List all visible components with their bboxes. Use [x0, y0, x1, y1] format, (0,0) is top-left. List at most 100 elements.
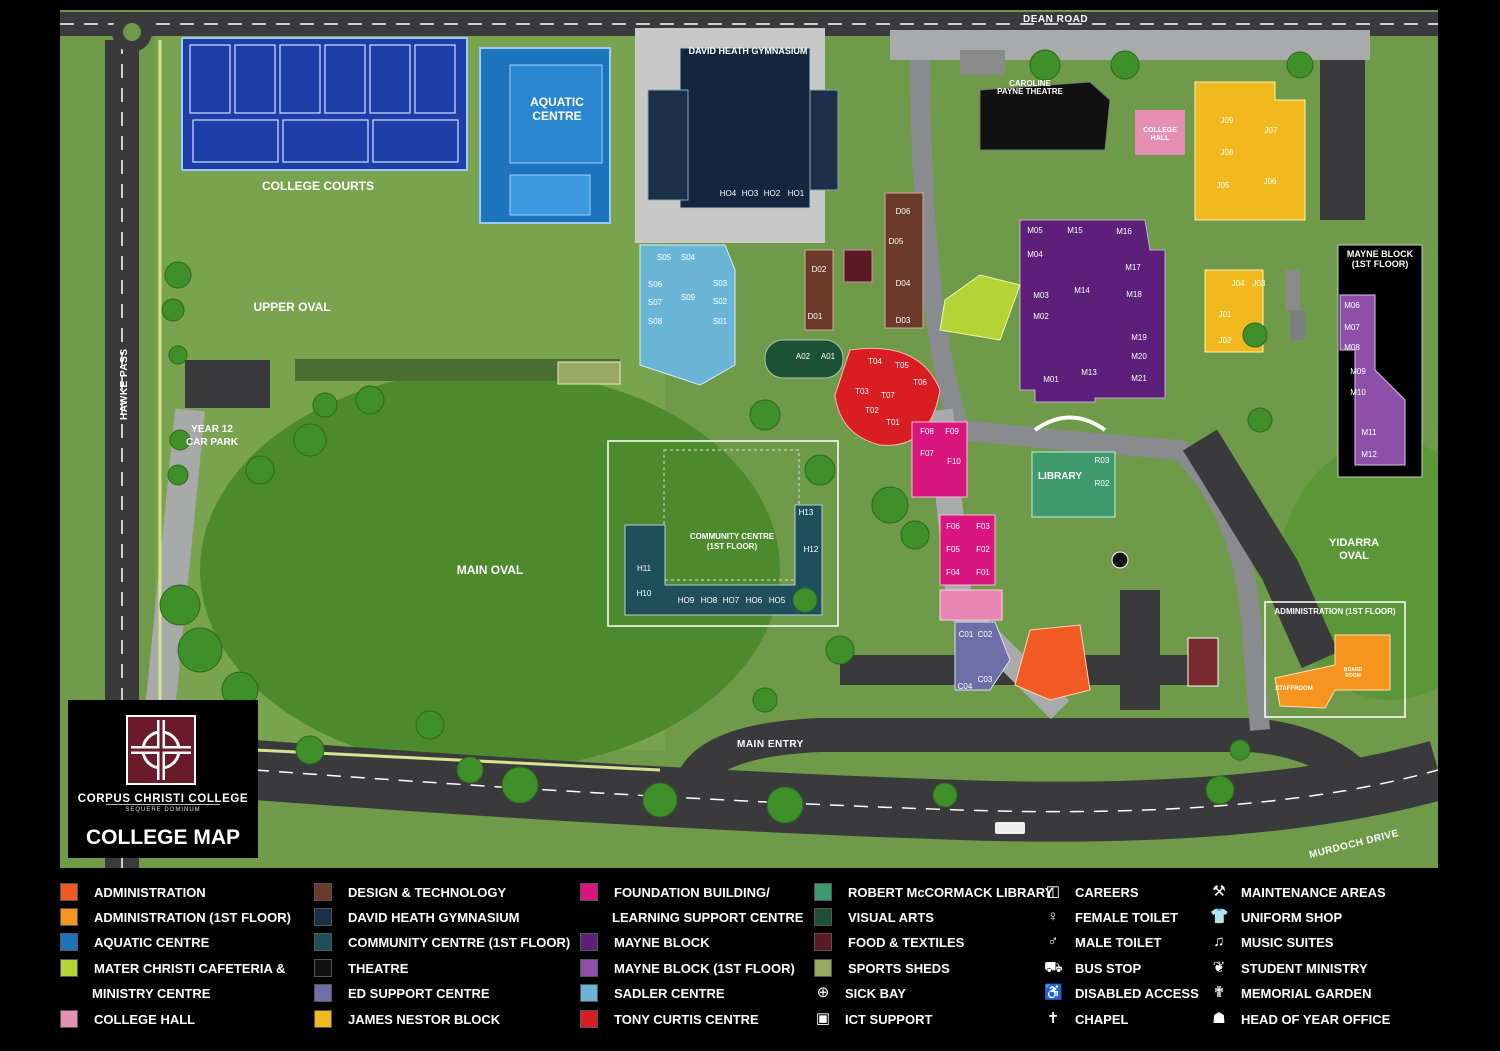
legend-label: MAINTENANCE AREAS: [1241, 884, 1386, 900]
room-tag: HO8: [701, 596, 718, 605]
room-tag: M02: [1033, 312, 1049, 321]
room-tag: F07: [920, 449, 934, 458]
student-ministry-icon: ❦: [1212, 959, 1226, 976]
legend-item: FOUNDATION BUILDING/: [580, 882, 770, 902]
room-tag: S08: [648, 317, 663, 326]
room-tag: M11: [1362, 428, 1378, 437]
legend-swatch: [314, 1010, 332, 1028]
room-tag: F05: [946, 545, 960, 554]
legend-label: MATER CHRISTI CAFETERIA &: [94, 960, 286, 976]
room-tag: T03: [855, 387, 869, 396]
community-centre-panel: [607, 440, 839, 627]
sadler-centre: [639, 244, 736, 386]
administration-first-floor: [1274, 634, 1391, 709]
legend-label: AQUATIC CENTRE: [94, 934, 210, 950]
room-tag: M12: [1361, 450, 1377, 459]
room-tag: M10: [1350, 388, 1366, 397]
room-tags-gym: HO4 HO3 HO2 HO1: [720, 189, 805, 198]
room-tag: M06: [1344, 301, 1360, 310]
legend-item: FOOD & TEXTILES: [814, 932, 964, 952]
room-tag: HO4: [720, 189, 737, 198]
legend-label: LEARNING SUPPORT CENTRE: [612, 909, 804, 925]
legend-label: BUS STOP: [1075, 960, 1142, 976]
room-tag: M19: [1131, 333, 1147, 342]
community-label-2: (1ST FLOOR): [707, 542, 758, 551]
foundation-building-south: [939, 514, 996, 586]
legend-swatch: [60, 1010, 78, 1028]
main-entry-road: [673, 718, 1373, 795]
room-tags-sadler: S05 S04 S06 S03 S07 S09 S02 S08 S01: [648, 253, 728, 326]
theatre-label-2: PAYNE THEATRE: [997, 87, 1063, 96]
room-tag: M20: [1131, 352, 1147, 361]
legend-label: MUSIC SUITES: [1241, 934, 1334, 950]
room-tag: T02: [865, 406, 879, 415]
legend-swatch: [580, 933, 598, 951]
legend-item: ❦STUDENT MINISTRY: [1210, 958, 1368, 978]
room-tag: C04: [958, 682, 973, 691]
disabled-access-icon: ♿: [1044, 984, 1063, 1001]
legend-swatch: [60, 985, 76, 1001]
legend-swatch: [60, 908, 78, 926]
college-hall-label-1: COLLEGE: [1143, 127, 1177, 134]
legend-label: SPORTS SHEDS: [848, 960, 950, 976]
room-tag: D06: [896, 207, 911, 216]
room-tags-community: H13 H12 H11 H10 HO9 HO8 HO7 HO6 HO5: [637, 508, 819, 605]
legend-swatch: [60, 933, 78, 951]
legend-swatch: [314, 984, 332, 1002]
hawke-pass-label: HAWKE PASS: [119, 349, 130, 421]
legend-swatch: [60, 959, 78, 977]
legend-swatch: [314, 883, 332, 901]
legend-item: ADMINISTRATION: [60, 882, 206, 902]
bus-stop-icon: [995, 822, 1025, 834]
legend-label: TONY CURTIS CENTRE: [614, 1011, 759, 1027]
legend-swatch: [814, 908, 832, 926]
room-tags-james: J09 J07 J08 J05 J06 J04 J03 J01 J02: [1217, 116, 1278, 345]
main-oval: [200, 370, 780, 770]
legend-label: MALE TOILET: [1075, 934, 1162, 950]
legend-label: COMMUNITY CENTRE (1ST FLOOR): [348, 934, 571, 950]
maintenance-icon: ⚒: [1212, 883, 1226, 900]
room-tag: M07: [1344, 323, 1360, 332]
legend-swatch: [580, 883, 598, 901]
legend-label: DAVID HEATH GYMNASIUM: [348, 909, 520, 925]
year12-label-2: CAR PARK: [186, 437, 239, 448]
room-tag: M14: [1074, 286, 1090, 295]
legend-item: ◫CAREERS: [1044, 882, 1139, 902]
college-crest-icon: [126, 715, 196, 785]
room-tag: H13: [799, 508, 814, 517]
caroline-payne-theatre: [979, 81, 1111, 151]
administration-first-floor-panel: [1264, 601, 1406, 718]
legend-label: ICT SUPPORT: [845, 1011, 933, 1027]
legend-item: JAMES NESTOR BLOCK: [314, 1009, 500, 1029]
room-tag: M08: [1344, 343, 1360, 352]
college-hall-label-2: HALL: [1151, 135, 1170, 142]
sundial-icon: [1111, 551, 1129, 569]
foundation-building-north: [911, 421, 968, 498]
legend-label: DISABLED ACCESS: [1075, 985, 1199, 1001]
legend-item: COMMUNITY CENTRE (1ST FLOOR): [314, 932, 570, 952]
legend-swatch: [60, 883, 78, 901]
aquatic-label-1: AQUATIC: [530, 95, 584, 109]
legend-swatch: [814, 959, 832, 977]
james-nestor-block: [1194, 81, 1306, 221]
room-tag: H12: [804, 545, 819, 554]
room-tag: F01: [976, 568, 990, 577]
room-tag: F09: [945, 427, 959, 436]
uniform-shop-icon: 👕: [1210, 908, 1229, 925]
room-tag: T05: [895, 361, 909, 370]
room-tag: C01: [959, 630, 974, 639]
legend-label: JAMES NESTOR BLOCK: [348, 1011, 501, 1027]
shed: [1285, 270, 1300, 310]
legend-label: SADLER CENTRE: [614, 985, 725, 1001]
memorial-garden-icon: ✟: [1212, 984, 1226, 1001]
room-tag: D02: [812, 265, 827, 274]
legend-item: ▣ICT SUPPORT: [814, 1009, 933, 1029]
yidarra-label-2: OVAL: [1339, 550, 1369, 562]
legend-label: MINISTRY CENTRE: [92, 985, 211, 1001]
legend-label: VISUAL ARTS: [848, 909, 934, 925]
admin-upper-label: ADMINISTRATION (1ST FLOOR): [1274, 607, 1396, 616]
staffroom-label: STAFFROOM: [1275, 686, 1313, 692]
room-tag: F02: [976, 545, 990, 554]
room-tag: S04: [681, 253, 696, 262]
